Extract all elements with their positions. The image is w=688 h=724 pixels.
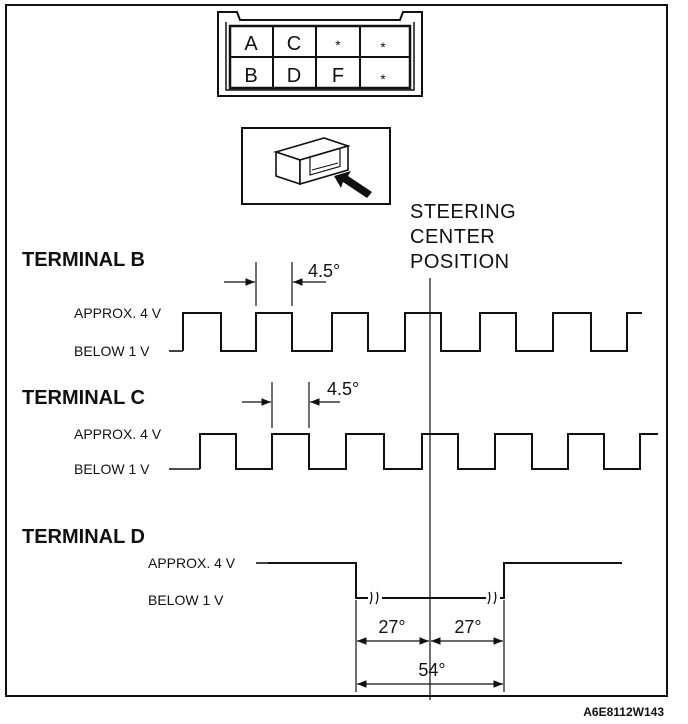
terminal-d-total-angle: 54° (418, 660, 445, 680)
pin-empty-1: * (335, 37, 341, 53)
steering-label-line2: CENTER (410, 226, 495, 248)
terminal-b-pulse-angle: 4.5° (308, 261, 340, 281)
terminal-d-left-angle: 27° (378, 617, 405, 637)
connector-plug-icon (273, 137, 351, 186)
terminal-c-pulse-angle: 4.5° (327, 379, 359, 399)
terminal-d-waveform (268, 562, 368, 599)
pin-b: B (244, 65, 257, 87)
terminal-c-high-label: APPROX. 4 V (74, 426, 162, 442)
pin-empty-2: * (380, 39, 386, 55)
insert-arrow-icon (334, 171, 372, 198)
pin-f: F (332, 65, 344, 87)
outer-frame (5, 4, 668, 697)
terminal-d-heading: TERMINAL D (22, 526, 145, 548)
connector-face: A C * * B D F * (217, 11, 423, 97)
pin-c: C (287, 33, 301, 55)
pin-empty-3: * (380, 71, 386, 87)
terminal-d-high-label: APPROX. 4 V (148, 555, 236, 571)
steering-label-line3: POSITION (410, 251, 510, 273)
pin-a: A (244, 33, 258, 55)
terminal-c-waveform (199, 433, 658, 470)
terminal-c-heading: TERMINAL C (22, 387, 145, 409)
terminal-d-break-marks (369, 591, 497, 605)
connector-view-inset (241, 127, 391, 205)
terminal-b-waveform (182, 312, 642, 352)
terminal-d-right-angle: 27° (454, 617, 481, 637)
terminal-d-low-label: BELOW 1 V (148, 592, 224, 608)
steering-label-line1: STEERING (410, 201, 516, 223)
terminal-b-low-label: BELOW 1 V (74, 343, 150, 359)
terminal-c-low-label: BELOW 1 V (74, 461, 150, 477)
terminal-b-heading: TERMINAL B (22, 249, 145, 271)
pin-d: D (287, 65, 301, 87)
terminal-b-high-label: APPROX. 4 V (74, 305, 162, 321)
figure-reference: A6E8112W143 (583, 705, 664, 719)
